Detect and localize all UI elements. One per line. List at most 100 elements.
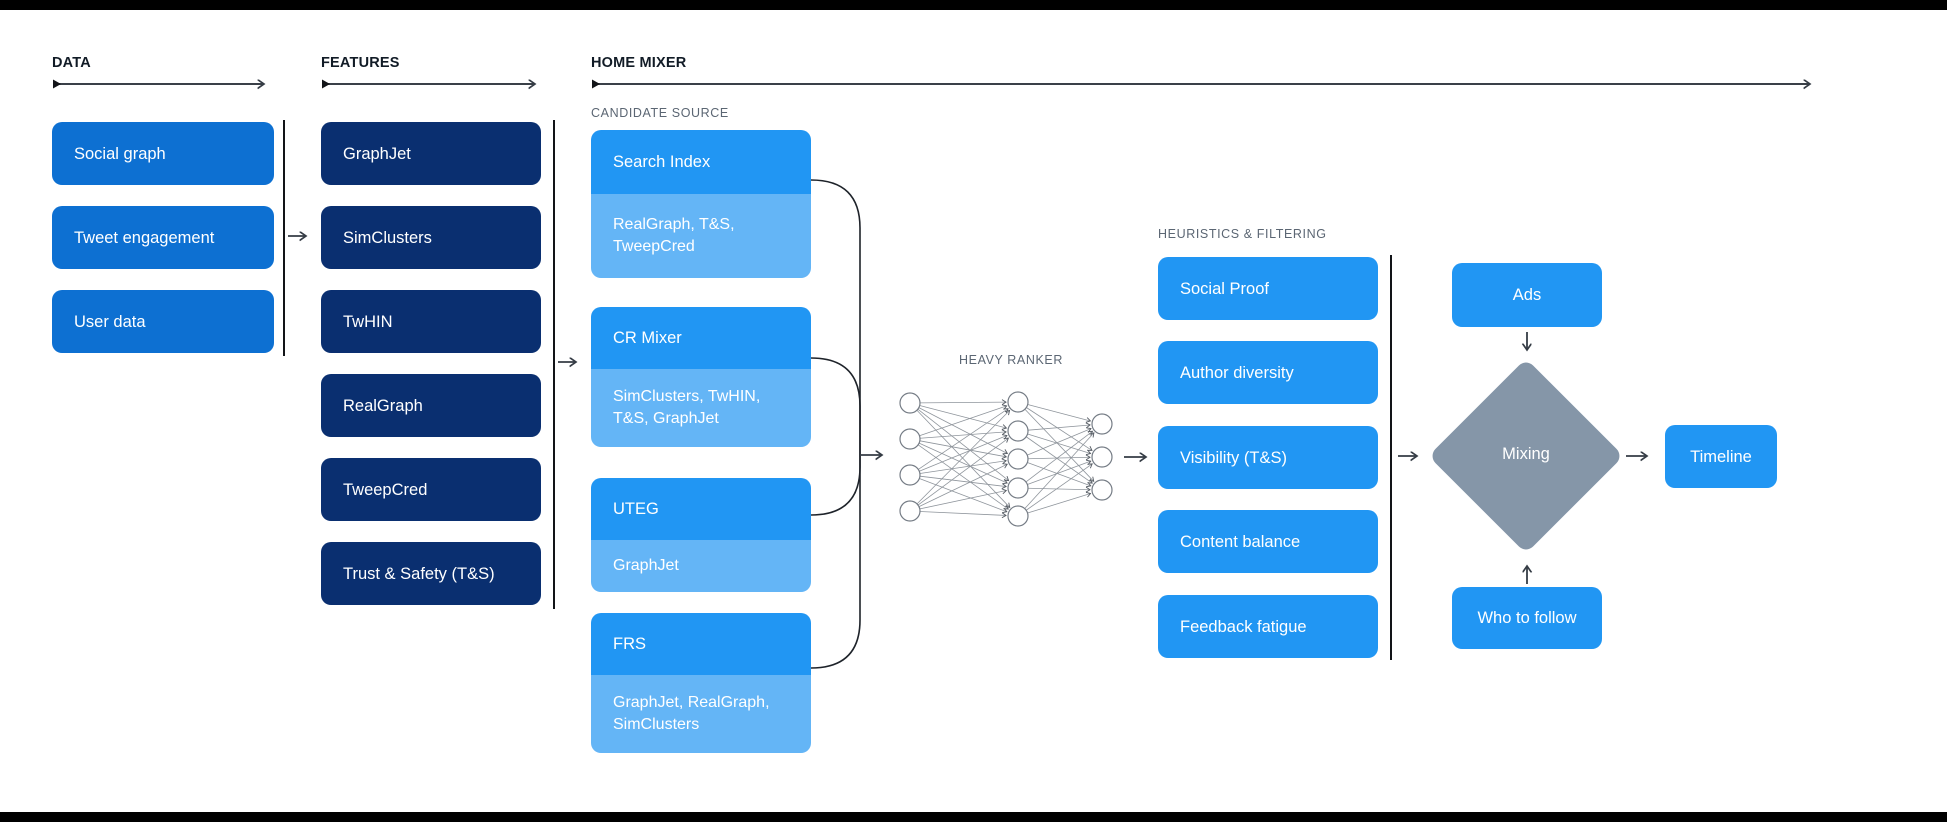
divider-lines <box>283 120 1392 660</box>
box-timeline: Timeline <box>1665 425 1777 488</box>
heuristics-filtering-label: HEURISTICS & FILTERING <box>1158 227 1327 241</box>
candidate-search-index-header: Search Index <box>591 130 811 194</box>
nn-edge <box>918 442 1008 484</box>
box-simclusters: SimClusters <box>321 206 541 269</box>
nn-edge <box>919 431 1007 439</box>
box-author-diversity: Author diversity <box>1158 341 1378 404</box>
nn-edge-arrowhead <box>1085 454 1091 461</box>
nn-edge-arrowhead <box>1085 491 1092 498</box>
box-social-proof: Social Proof <box>1158 257 1378 320</box>
nn-edge <box>918 408 1009 470</box>
nn-node <box>1007 477 1029 499</box>
nn-edge-arrowhead <box>1085 417 1092 423</box>
nn-edge <box>1027 460 1091 485</box>
nn-edge-arrowhead <box>1002 507 1008 514</box>
nn-node <box>899 500 921 522</box>
nn-edge <box>1025 436 1093 484</box>
nn-node <box>1091 446 1113 468</box>
nn-edge-arrowhead <box>1001 483 1007 489</box>
nn-edge <box>916 410 1010 505</box>
box-content-balance: Content balance <box>1158 510 1378 573</box>
section-header-data: DATA <box>52 55 91 71</box>
nn-edge <box>919 478 1007 513</box>
nn-edge-arrowhead <box>1085 422 1091 429</box>
nn-edge-arrowhead <box>1004 409 1011 416</box>
cr-mixer-connector <box>810 357 861 455</box>
nn-edge <box>1024 408 1095 482</box>
nn-edge <box>917 408 1009 481</box>
nn-edge-arrowhead <box>1002 478 1008 485</box>
mixing-diamond-label: Mixing <box>1502 445 1550 463</box>
nn-edge-arrowhead <box>1085 486 1091 493</box>
bottom-black-bar <box>0 812 1947 822</box>
nn-edge <box>1027 493 1091 514</box>
nn-edge <box>919 511 1007 516</box>
box-user-data: User data <box>52 290 274 353</box>
nn-edge <box>917 437 1009 506</box>
nn-edge <box>1027 462 1091 487</box>
nn-edge-arrowhead <box>1001 458 1007 465</box>
nn-edge-arrowhead <box>1001 488 1008 495</box>
nn-edge-arrowhead <box>1089 432 1095 438</box>
nn-edge <box>916 409 1010 508</box>
uteg-connector <box>810 455 861 516</box>
box-ads: Ads <box>1452 263 1602 327</box>
section-header-home-mixer: HOME MIXER <box>591 55 687 71</box>
nn-edge <box>919 460 1007 474</box>
nn-node <box>899 392 921 414</box>
neural-network <box>899 391 1113 527</box>
nn-edge <box>919 490 1007 510</box>
flow-arrows <box>288 236 1647 584</box>
nn-edge-arrowhead <box>1087 445 1093 451</box>
nn-node <box>899 428 921 450</box>
nn-edge <box>1024 432 1095 509</box>
nn-edge <box>918 407 1008 454</box>
nn-node <box>899 464 921 486</box>
nn-edge-arrowhead <box>1086 481 1092 488</box>
nn-edge-arrowhead <box>1002 463 1008 469</box>
nn-edge-arrowhead <box>1001 429 1007 436</box>
candidate-uteg-inputs: GraphJet <box>591 540 811 592</box>
nn-edge-arrowhead <box>1087 430 1094 436</box>
box-tweet-engagement: Tweet engagement <box>52 206 274 269</box>
nn-edge <box>919 475 1007 487</box>
box-trust-and-safety: Trust & Safety (T&S) <box>321 542 541 605</box>
candidate-source-label: CANDIDATE SOURCE <box>591 106 729 120</box>
nn-node <box>1091 413 1113 435</box>
nn-edge-arrowhead <box>1001 404 1008 410</box>
box-graphjet: GraphJet <box>321 122 541 185</box>
nn-edge-arrowhead <box>1001 512 1007 519</box>
nn-edge-arrowhead <box>1003 437 1010 443</box>
nn-edge <box>919 405 1007 437</box>
nn-edge-arrowhead <box>1002 449 1009 455</box>
box-feedback-fatigue: Feedback fatigue <box>1158 595 1378 658</box>
box-realgraph: RealGraph <box>321 374 541 437</box>
nn-edge <box>1027 433 1091 454</box>
nn-edge-arrowhead <box>1001 424 1008 430</box>
nn-node <box>1007 420 1029 442</box>
nn-edge <box>919 435 1008 472</box>
nn-node <box>1007 448 1029 470</box>
nn-edge <box>1025 430 1093 483</box>
nn-node <box>1007 505 1029 527</box>
nn-edge-arrowhead <box>1001 453 1008 459</box>
nn-edge <box>1026 407 1093 451</box>
nn-edge <box>1027 404 1091 422</box>
nn-edge <box>917 444 1009 510</box>
nn-edge-arrowhead <box>1087 463 1093 469</box>
box-tweepcred: TweepCred <box>321 458 541 521</box>
candidate-frs-header: FRS <box>591 613 811 675</box>
candidate-cr-mixer-inputs: SimClusters, TwHIN, T&S, GraphJet <box>591 369 811 447</box>
nn-edge <box>1025 463 1093 511</box>
top-black-bar <box>0 0 1947 10</box>
candidate-cr-mixer-header: CR Mixer <box>591 307 811 369</box>
nn-edge <box>1027 424 1091 431</box>
nn-edge <box>919 405 1007 429</box>
nn-edge <box>1027 428 1092 456</box>
box-who-to-follow: Who to follow <box>1452 587 1602 649</box>
nn-edge <box>918 463 1008 508</box>
box-twhin: TwHIN <box>321 290 541 353</box>
frs-connector <box>810 455 861 669</box>
nn-edge <box>919 401 1007 404</box>
